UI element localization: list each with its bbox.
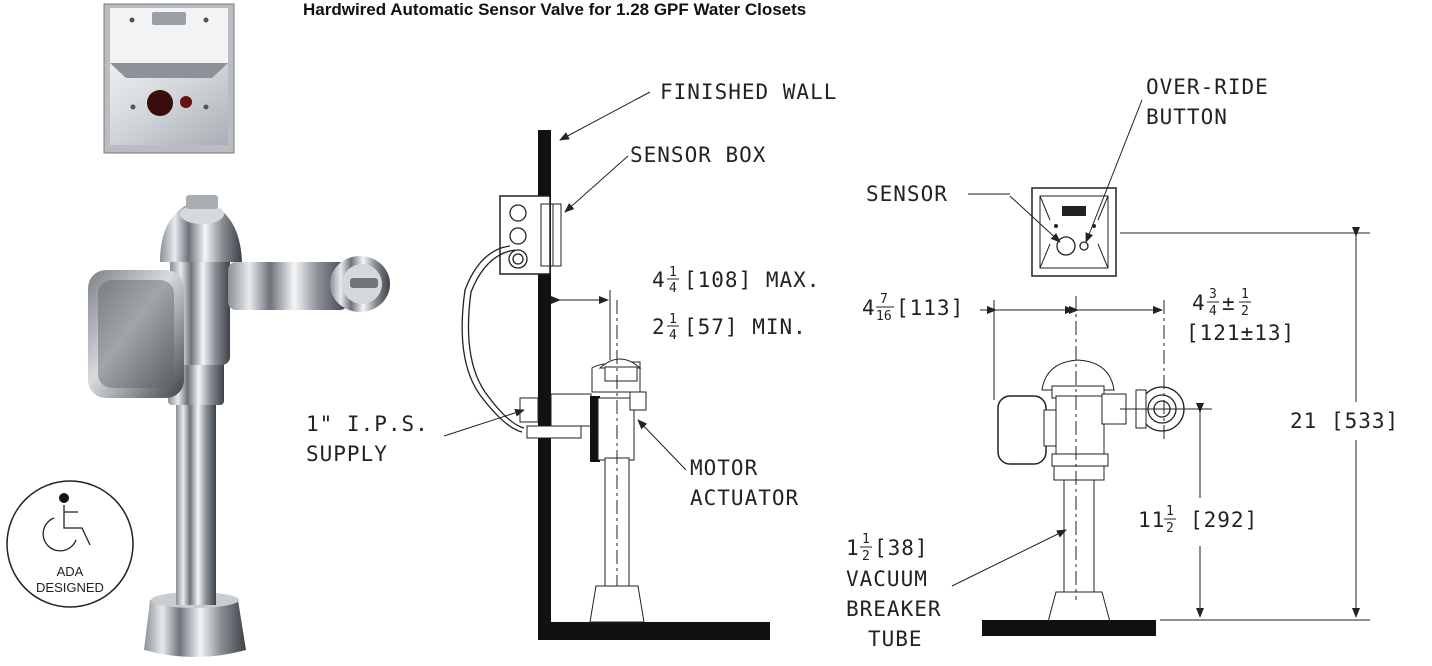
offset-tol-num: 1 xyxy=(1241,287,1249,302)
width-dim-den: 16 xyxy=(876,309,892,324)
sensor-plate-photo xyxy=(103,3,235,154)
finished-wall-label: FINISHED WALL xyxy=(660,80,837,104)
side-view-diagram xyxy=(443,91,770,640)
inlet-height-whole: 11 xyxy=(1138,508,1165,532)
inlet-height-rest: [292] xyxy=(1190,508,1258,532)
motor-label-line1: MOTOR xyxy=(690,456,758,480)
max-dim-whole: 4 xyxy=(652,268,666,292)
max-dim-den: 4 xyxy=(669,281,677,296)
page-title: Hardwired Automatic Sensor Valve for 1.2… xyxy=(303,0,807,19)
min-dim-whole: 2 xyxy=(652,315,666,339)
offset-dim-tol: ± xyxy=(1222,291,1236,315)
width-dim-rest: [113] xyxy=(896,296,964,320)
offset-dim-whole: 4 xyxy=(1192,291,1206,315)
ada-badge xyxy=(6,480,134,608)
sensor-label: SENSOR xyxy=(866,182,948,206)
offset-tol-den: 2 xyxy=(1241,304,1249,319)
sensor-box-label: SENSOR BOX xyxy=(630,143,766,167)
override-label-line2: BUTTON xyxy=(1146,105,1228,129)
ada-line2: DESIGNED xyxy=(36,580,104,595)
motor-label-line2: ACTUATOR xyxy=(690,486,799,510)
vb-dim-den: 2 xyxy=(862,549,870,564)
total-height-dim: 21 [533] xyxy=(1290,409,1399,433)
wheelchair-icon xyxy=(59,493,69,503)
vb-dim-rest: [38] xyxy=(874,536,929,560)
offset-dim-metric: [121±13] xyxy=(1186,321,1295,345)
supply-label-line1: 1" I.P.S. xyxy=(306,412,429,436)
min-dim-rest: [57] MIN. xyxy=(684,315,807,339)
min-dim-den: 4 xyxy=(669,328,677,343)
vb-label-tube: TUBE xyxy=(868,627,923,651)
width-dim-whole: 4 xyxy=(862,296,876,320)
vb-label-vacuum: VACUUM xyxy=(846,567,928,591)
width-dim-num: 7 xyxy=(880,292,888,307)
front-view-diagram xyxy=(951,99,1370,636)
vb-label-breaker: BREAKER xyxy=(846,597,942,621)
flush-valve-photo xyxy=(88,195,390,657)
vb-dim-whole: 1 xyxy=(846,536,860,560)
max-dim-num: 1 xyxy=(669,265,677,280)
ada-line1: ADA xyxy=(57,564,84,579)
inlet-height-num: 1 xyxy=(1166,504,1174,519)
min-dim-num: 1 xyxy=(669,312,677,327)
override-label-line1: OVER-RIDE xyxy=(1146,75,1269,99)
max-dim-rest: [108] MAX. xyxy=(684,268,820,292)
offset-dim-num: 3 xyxy=(1209,287,1217,302)
vb-dim-num: 1 xyxy=(862,532,870,547)
offset-dim-den: 4 xyxy=(1209,304,1217,319)
supply-label-line2: SUPPLY xyxy=(306,442,388,466)
inlet-height-den: 2 xyxy=(1166,521,1174,536)
